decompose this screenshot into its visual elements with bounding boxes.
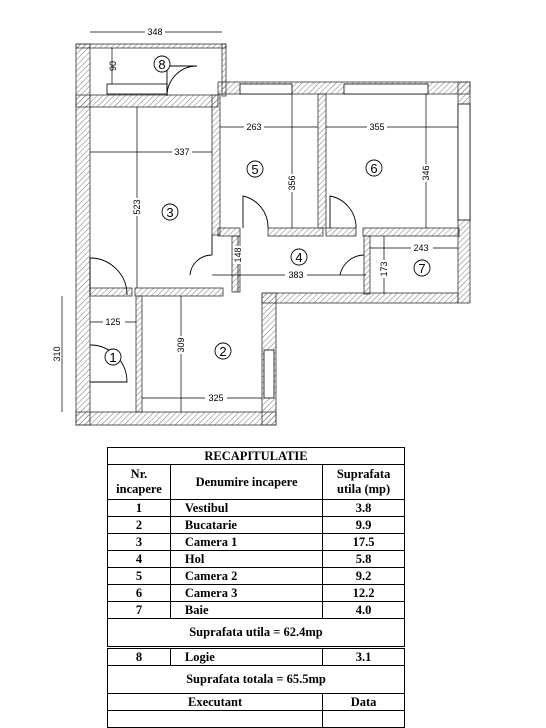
floor-plan: 348 90 337 523 263 356 355 346 148 383 2… <box>52 27 471 426</box>
row-nr: 7 <box>107 601 171 619</box>
row-name: Vestibul <box>169 499 324 517</box>
dim-camera3-width: 355 <box>369 122 384 132</box>
executant-header: Executant <box>106 693 324 711</box>
row-nr: 4 <box>107 550 171 568</box>
row-nr: 3 <box>107 533 171 551</box>
dim-vestibul-width: 125 <box>105 317 120 327</box>
row-name: Hol <box>169 550 324 568</box>
doors <box>89 65 365 383</box>
dim-camera2-width: 263 <box>246 122 261 132</box>
dim-top-width: 348 <box>147 27 162 37</box>
dim-camera2-depth: 356 <box>287 175 297 190</box>
row-name: Camera 2 <box>169 567 324 585</box>
dim-camera1-width: 337 <box>174 147 189 157</box>
data-header: Data <box>322 693 405 711</box>
room-number-3: 3 <box>166 205 173 220</box>
dim-bucatarie-width: 325 <box>208 393 223 403</box>
row-area: 5.8 <box>322 550 405 568</box>
room-number-1: 1 <box>109 350 116 365</box>
dim-camera1-depth: 523 <box>132 199 142 214</box>
room-number-2: 2 <box>219 344 226 359</box>
row-area: 9.2 <box>322 567 405 585</box>
dim-bucatarie-depth: 309 <box>176 337 186 352</box>
executant-cell <box>106 710 324 728</box>
row-name: Logie <box>169 648 324 666</box>
row-nr: 8 <box>107 648 171 666</box>
dim-camera3-depth: 346 <box>421 165 431 180</box>
room-numbers <box>104 55 431 366</box>
header-suprafata: Suprafata utila (mp) <box>322 464 405 500</box>
dim-hol-depth: 148 <box>233 247 243 262</box>
row-area: 9.9 <box>322 516 405 534</box>
row-area: 3.1 <box>322 648 405 666</box>
dim-vestibul-left-depth: 310 <box>52 346 62 361</box>
room-number-4: 4 <box>295 250 302 265</box>
dimension-labels: 348 90 337 523 263 356 355 346 148 383 2… <box>52 27 433 403</box>
dim-logie-depth: 90 <box>108 61 118 71</box>
row-nr: 5 <box>107 567 171 585</box>
recap-table: RECAPITULATIE Nr. incapere Denumire inca… <box>106 447 405 728</box>
room-number-labels: 1 2 3 4 5 6 7 8 <box>109 57 425 365</box>
row-nr: 6 <box>107 584 171 602</box>
suprafata-totala: Suprafata totala = 65.5mp <box>107 665 405 694</box>
suprafata-utila: Suprafata utila = 62.4mp <box>107 618 405 647</box>
room-number-5: 5 <box>251 162 258 177</box>
room-number-7: 7 <box>418 261 425 276</box>
dim-baie-width: 243 <box>413 243 428 253</box>
data-cell <box>322 710 405 728</box>
row-area: 12.2 <box>322 584 405 602</box>
row-name: Baie <box>169 601 324 619</box>
row-nr: 2 <box>107 516 171 534</box>
row-name: Camera 1 <box>169 533 324 551</box>
row-nr: 1 <box>107 499 171 517</box>
row-name: Camera 3 <box>169 584 324 602</box>
room-number-6: 6 <box>370 161 377 176</box>
header-denumire: Denumire incapere <box>169 464 324 500</box>
dim-baie-depth: 173 <box>379 261 389 276</box>
recap-title: RECAPITULATIE <box>107 447 405 465</box>
row-area: 17.5 <box>322 533 405 551</box>
row-area: 3.8 <box>322 499 405 517</box>
room-number-8: 8 <box>158 57 165 72</box>
row-name: Bucatarie <box>169 516 324 534</box>
header-nr: Nr. incapere <box>107 464 171 500</box>
dim-hol-width: 383 <box>288 270 303 280</box>
windows <box>106 83 471 399</box>
row-area: 4.0 <box>322 601 405 619</box>
